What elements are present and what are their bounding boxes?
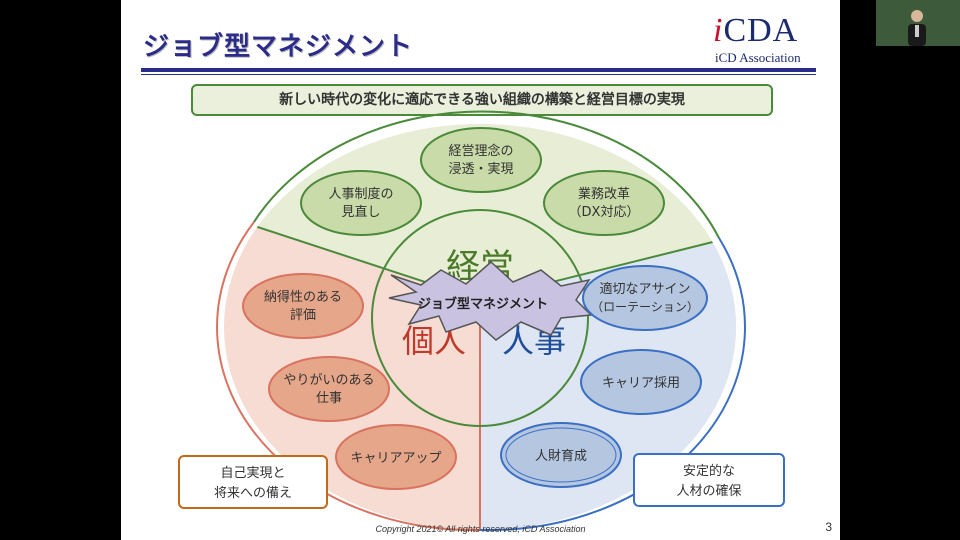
right-item-1: 適切なアサイン （ローテーション） — [582, 265, 708, 331]
icda-logo: iCDA — [713, 12, 798, 50]
top-item-3-line2: （DX対応） — [569, 205, 640, 220]
left-item-1: 納得性のある 評価 — [242, 273, 364, 339]
right-item-3: 人財育成 — [500, 422, 622, 488]
left-box-line1: 自己実現と — [220, 465, 285, 481]
right-outcome-box: 安定的な 人材の確保 — [633, 453, 785, 507]
left-item-2: やりがいのある 仕事 — [268, 356, 390, 422]
top-item-2: 経営理念の 浸透・実現 — [420, 127, 542, 193]
right-item-3-line1: 人財育成 — [535, 448, 587, 464]
top-item-3: 業務改革 （DX対応） — [543, 170, 665, 236]
copyright-footer: Copyright 2021© All rights reserved, iCD… — [375, 524, 586, 534]
diagram: 経営 個人 人事 ジョブ型マネジメント 人事制度の 見直し 経営理念の 浸透・実… — [178, 110, 785, 532]
left-outcome-box: 自己実現と 将来への備え — [178, 455, 328, 509]
right-item-1-line2: （ローテーション） — [591, 300, 699, 314]
right-box-line1: 安定的な — [683, 463, 735, 479]
top-item-1-line1: 人事制度の — [328, 186, 393, 202]
left-item-3-line1: キャリアアップ — [350, 451, 441, 466]
arc-right — [479, 237, 746, 532]
top-item-3-line1: 業務改革 — [578, 186, 630, 202]
left-box-line2: 将来への備え — [214, 485, 292, 501]
arc-left — [216, 221, 481, 532]
inner-circle — [371, 209, 589, 427]
page-number: 3 — [825, 520, 832, 534]
top-item-2-line1: 経営理念の — [448, 143, 513, 159]
left-item-1-line2: 評価 — [290, 308, 316, 323]
presenter-video-thumbnail[interactable] — [876, 0, 960, 46]
arc-top — [253, 110, 720, 239]
burst-shape — [388, 260, 593, 341]
logo-subtitle: iCD Association — [715, 50, 801, 65]
title-underline-thick — [141, 68, 816, 72]
right-item-2-line1: キャリア採用 — [602, 376, 680, 391]
title-underline-thin — [141, 74, 816, 75]
top-item-1-line2: 見直し — [341, 205, 380, 220]
right-box-line2: 人材の確保 — [676, 483, 741, 499]
top-item-2-line2: 浸透・実現 — [448, 161, 513, 177]
left-item-1-line1: 納得性のある — [264, 289, 342, 305]
left-item-2-line1: やりがいのある — [283, 373, 374, 388]
presenter-icon — [908, 10, 926, 46]
headline-box: 新しい時代の変化に適応できる強い組織の構築と経営目標の実現 — [191, 84, 773, 116]
slide-title: ジョブ型マネジメント — [143, 32, 414, 62]
top-item-1: 人事制度の 見直し — [300, 170, 422, 236]
left-item-2-line2: 仕事 — [316, 391, 342, 406]
right-item-1-line1: 適切なアサイン — [599, 281, 690, 297]
logo-text: CDA — [723, 12, 799, 49]
left-item-3: キャリアアップ — [335, 424, 457, 490]
logo-i: i — [713, 12, 724, 49]
burst-label: ジョブ型マネジメント — [418, 296, 548, 312]
slide: ジョブ型マネジメント iCDA iCD Association 新しい時代の変化… — [121, 0, 840, 540]
right-item-2: キャリア採用 — [580, 349, 702, 415]
